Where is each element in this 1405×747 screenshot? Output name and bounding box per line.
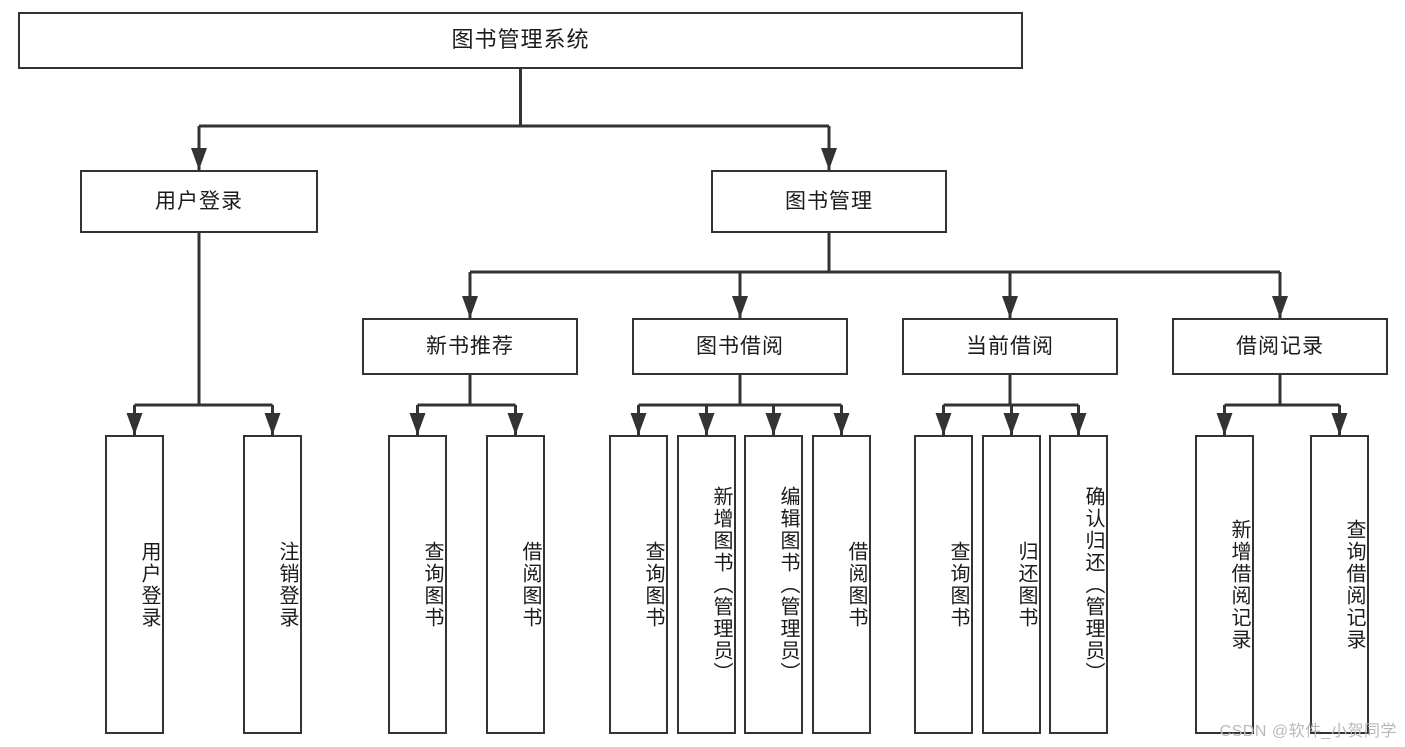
node-label: 查询图书 xyxy=(642,540,664,629)
node-label: 图书借阅 xyxy=(696,334,784,358)
node-leaf-confirm-return[interactable]: 确认归还（管理员） xyxy=(1049,435,1108,734)
node-book-borrow[interactable]: 图书借阅 xyxy=(632,318,848,375)
node-label: 图书管理 xyxy=(785,189,873,213)
node-current-borrow[interactable]: 当前借阅 xyxy=(902,318,1118,375)
node-leaf-query-book-b[interactable]: 查询图书 xyxy=(609,435,668,734)
arrow-head-icon-leaf-user-logout xyxy=(264,413,281,435)
node-new-book-rec[interactable]: 新书推荐 xyxy=(362,318,578,375)
arrow-head-icon-borrow-record xyxy=(1272,296,1288,318)
node-label: 归还图书 xyxy=(1015,540,1037,629)
node-label: 当前借阅 xyxy=(966,334,1054,358)
node-label: 图书管理系统 xyxy=(451,27,590,53)
arrow-head-icon-leaf-query-record xyxy=(1331,413,1348,435)
arrow-head-icon-new-book-rec xyxy=(462,296,478,318)
node-label: 新书推荐 xyxy=(426,334,514,358)
node-label: 借阅记录 xyxy=(1236,334,1324,358)
node-leaf-query-record[interactable]: 查询借阅记录 xyxy=(1310,435,1369,734)
node-leaf-user-login[interactable]: 用户登录 xyxy=(105,435,164,734)
node-user-login[interactable]: 用户登录 xyxy=(80,170,318,233)
arrow-head-icon-book-manage xyxy=(821,148,837,170)
arrow-head-icon-leaf-query-book-b xyxy=(630,413,647,435)
node-label: 用户登录 xyxy=(155,189,243,213)
arrow-head-icon-user-login xyxy=(191,148,207,170)
node-leaf-add-record[interactable]: 新增借阅记录 xyxy=(1195,435,1254,734)
node-book-manage[interactable]: 图书管理 xyxy=(711,170,947,233)
node-leaf-edit-book[interactable]: 编辑图书（管理员） xyxy=(744,435,803,734)
node-label: 借阅图书 xyxy=(845,540,867,629)
arrow-head-icon-leaf-user-login xyxy=(126,413,143,435)
arrow-head-icon-leaf-edit-book xyxy=(765,413,782,435)
node-label: 查询图书 xyxy=(947,540,969,629)
watermark-label: CSDN @软件_小贺同学 xyxy=(1219,723,1397,740)
node-label: 新增借阅记录 xyxy=(1228,518,1250,651)
node-borrow-record[interactable]: 借阅记录 xyxy=(1172,318,1388,375)
node-label: 借阅图书 xyxy=(519,540,541,629)
node-leaf-borrow-book-b[interactable]: 借阅图书 xyxy=(812,435,871,734)
node-leaf-query-book-c[interactable]: 查询图书 xyxy=(914,435,973,734)
node-leaf-user-logout[interactable]: 注销登录 xyxy=(243,435,302,734)
arrow-head-icon-leaf-return-book xyxy=(1003,413,1020,435)
node-label: 用户登录 xyxy=(138,540,160,629)
arrow-head-icon-leaf-add-book xyxy=(698,413,715,435)
arrow-head-icon-leaf-confirm-return xyxy=(1070,413,1087,435)
node-label: 注销登录 xyxy=(276,540,298,629)
node-label: 查询图书 xyxy=(421,540,443,629)
arrow-head-icon-leaf-query-book-c xyxy=(935,413,952,435)
arrow-head-icon-leaf-query-book-rec xyxy=(409,413,426,435)
node-leaf-borrow-book-rec[interactable]: 借阅图书 xyxy=(486,435,545,734)
node-root[interactable]: 图书管理系统 xyxy=(18,12,1023,69)
node-leaf-return-book[interactable]: 归还图书 xyxy=(982,435,1041,734)
arrow-head-icon-book-borrow xyxy=(732,296,748,318)
arrow-head-icon-leaf-add-record xyxy=(1216,413,1233,435)
node-label: 编辑图书（管理员） xyxy=(777,485,799,684)
node-label: 确认归还（管理员） xyxy=(1082,485,1104,684)
arrow-head-icon-leaf-borrow-book-rec xyxy=(507,413,524,435)
node-label: 查询借阅记录 xyxy=(1343,518,1365,651)
arrow-head-icon-leaf-borrow-book-b xyxy=(833,413,850,435)
node-leaf-add-book[interactable]: 新增图书（管理员） xyxy=(677,435,736,734)
node-label: 新增图书（管理员） xyxy=(710,485,732,684)
arrow-head-icon-current-borrow xyxy=(1002,296,1018,318)
node-leaf-query-book-rec[interactable]: 查询图书 xyxy=(388,435,447,734)
